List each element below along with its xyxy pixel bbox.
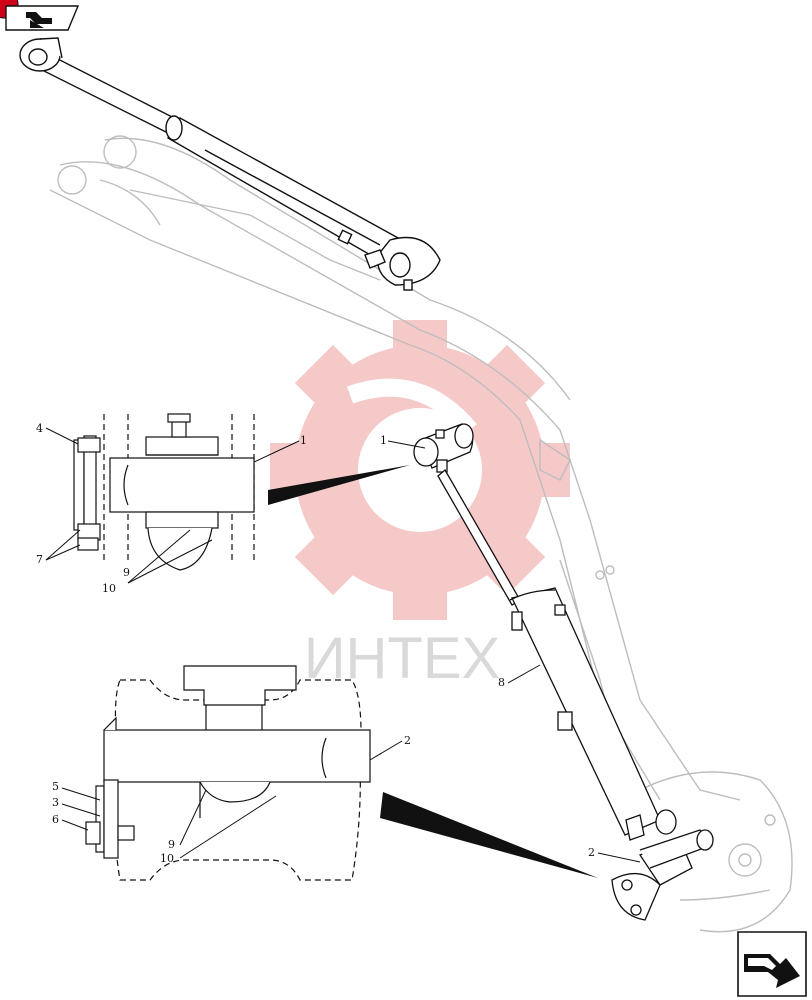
projection-wedge-2 bbox=[380, 792, 598, 878]
callout-1-detail: 1 bbox=[300, 434, 307, 447]
callout-5: 5 bbox=[52, 780, 59, 793]
leader-lines bbox=[45, 427, 641, 863]
callout-2-detail: 2 bbox=[404, 734, 411, 747]
callout-4: 4 bbox=[36, 422, 43, 435]
arrow-back-icon bbox=[26, 12, 52, 28]
watermark-text: ИНТЕХ bbox=[304, 626, 500, 691]
callout-10-top: 10 bbox=[102, 582, 116, 595]
callout-9-bottom: 9 bbox=[168, 838, 175, 851]
callout-1: 1 bbox=[380, 434, 387, 447]
detail-view-pin-2 bbox=[85, 665, 371, 881]
callout-10-bottom: 10 bbox=[160, 852, 174, 865]
callout-2: 2 bbox=[588, 846, 595, 859]
projection-wedge-1 bbox=[268, 465, 410, 505]
arm-cylinder bbox=[437, 468, 714, 921]
pin-1-assembly bbox=[413, 423, 474, 473]
watermark-gear-logo bbox=[270, 320, 570, 620]
callout-6: 6 bbox=[52, 813, 59, 826]
callout-9-top: 9 bbox=[123, 566, 130, 579]
boom-cylinder bbox=[19, 37, 441, 291]
arrow-forward-icon bbox=[744, 954, 800, 988]
detail-view-pin-1 bbox=[73, 413, 255, 571]
callout-7: 7 bbox=[36, 553, 43, 566]
previous-page-button[interactable] bbox=[0, 0, 80, 31]
callout-3: 3 bbox=[52, 796, 59, 809]
next-page-button[interactable] bbox=[737, 931, 807, 997]
callout-8: 8 bbox=[498, 676, 505, 689]
